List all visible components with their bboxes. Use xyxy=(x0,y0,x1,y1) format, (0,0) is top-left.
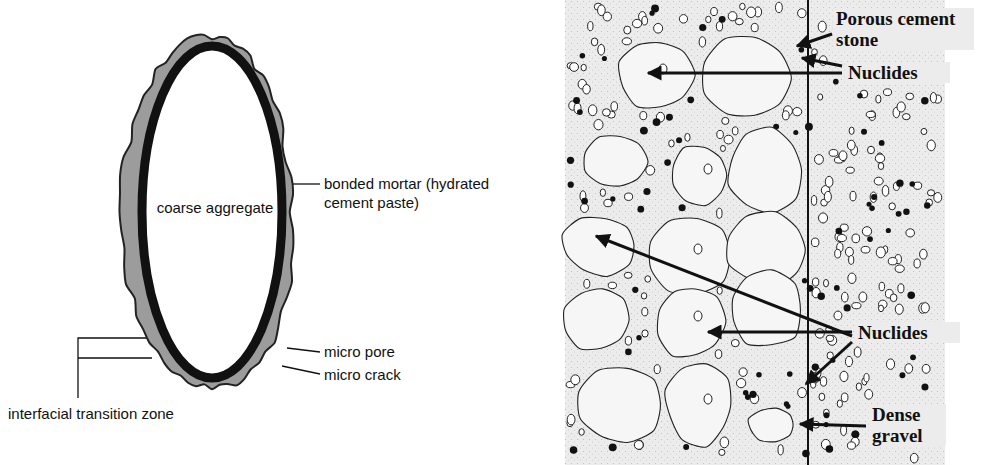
zone-label: interfacial transition zone xyxy=(8,404,248,423)
component-label: micro pore xyxy=(324,342,444,361)
callout-label: Porous cement stone xyxy=(834,8,974,50)
pointer-arrows xyxy=(596,34,866,426)
interfacial-ring xyxy=(142,46,282,378)
surface-line xyxy=(807,0,809,465)
component-label: bonded mortar (hydrated cement paste) xyxy=(324,174,496,212)
callout-label: Nuclides xyxy=(846,62,950,83)
aggregate-particle: coarse aggregate xyxy=(130,22,300,392)
callout-label: Nuclides xyxy=(856,322,960,343)
callout-label: Dense gravel xyxy=(870,404,946,446)
bonded-mortar-layer xyxy=(119,35,293,390)
component-label: micro crack xyxy=(324,365,444,384)
node-text: coarse aggregate xyxy=(157,199,274,216)
